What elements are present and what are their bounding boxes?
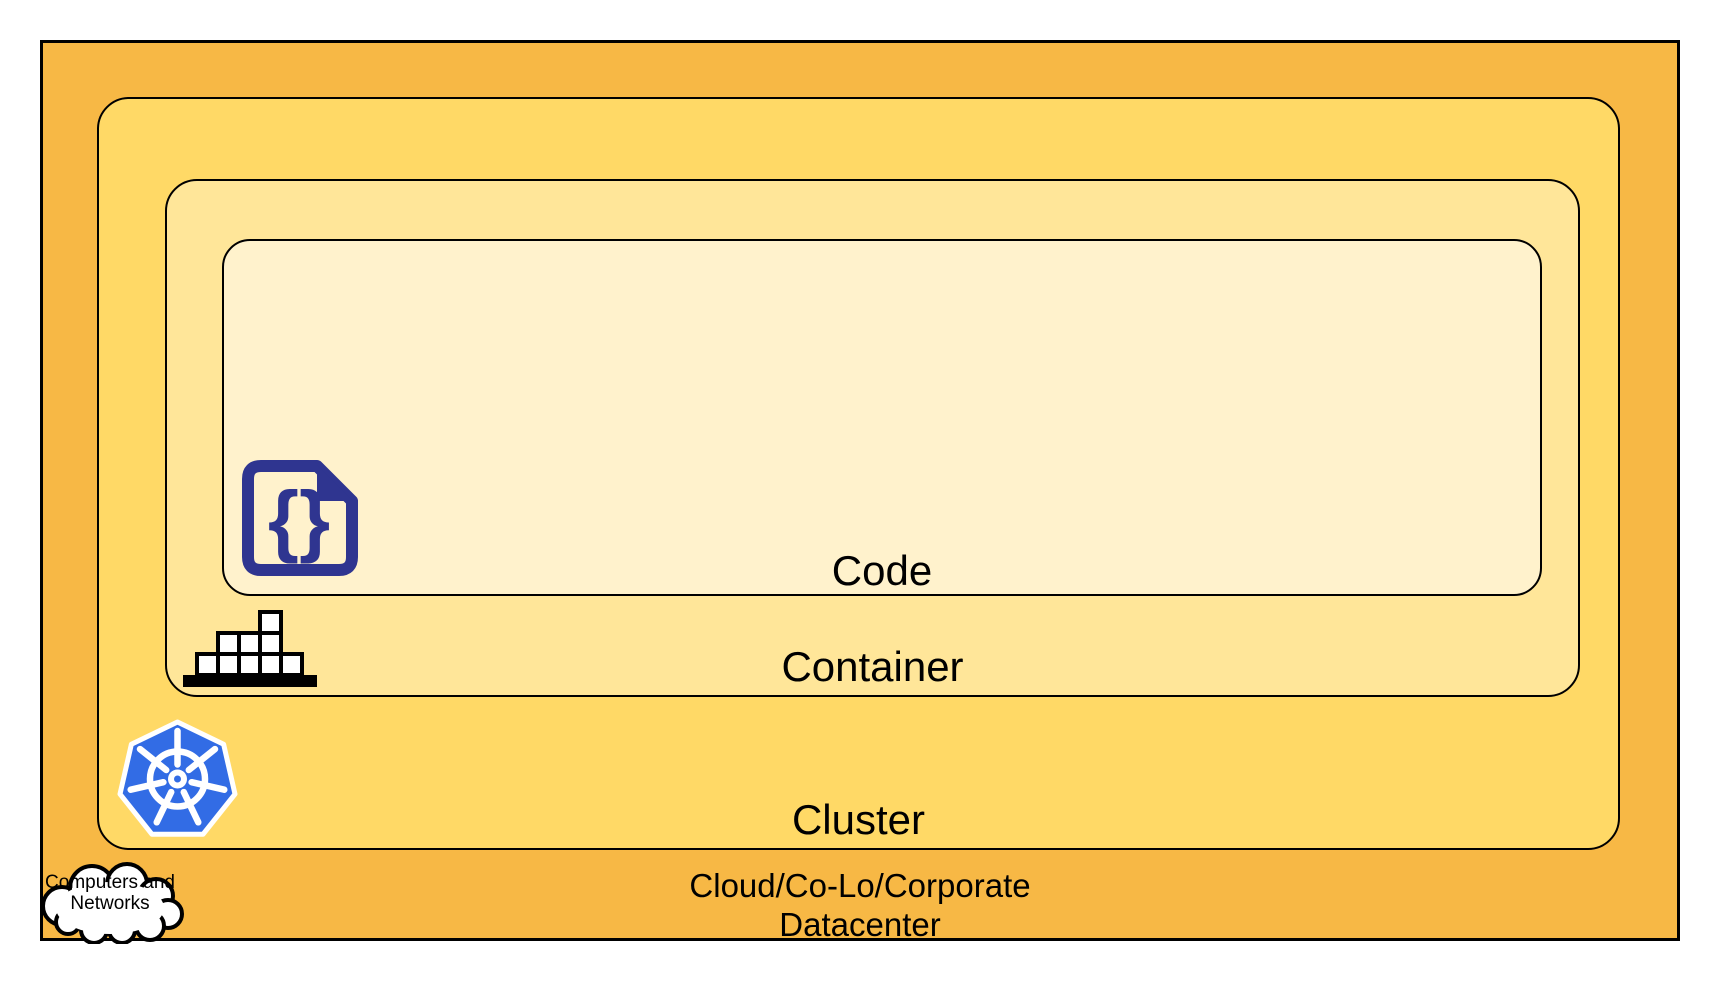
- cloud-label: Computers and Networks: [34, 872, 186, 914]
- container-label: Container: [781, 643, 964, 690]
- cloud-icon: [41, 862, 184, 944]
- layer-code: [222, 239, 1542, 596]
- container-boxes: [195, 610, 304, 677]
- code-file-fold: [317, 465, 353, 501]
- box: [258, 631, 283, 656]
- datacenter-label: Cloud/Co-Lo/Corporate Datacenter: [40, 866, 1680, 944]
- kubernetes-icon: [117, 719, 238, 837]
- kubernetes-hub-center: [174, 775, 181, 783]
- datacenter-label-line2: Datacenter: [779, 906, 941, 943]
- datacenter-label-line1: Cloud/Co-Lo/Corporate: [689, 867, 1031, 904]
- cluster-label: Cluster: [791, 796, 926, 843]
- code-file-outline: [242, 460, 358, 576]
- kubernetes-wheel: [127, 727, 228, 826]
- cloud-label-line1: Computers and: [45, 872, 175, 893]
- box: [258, 652, 283, 677]
- cloud-callout: Computers and Networks: [34, 852, 186, 944]
- box: [216, 652, 241, 677]
- box: [216, 631, 241, 656]
- box: [279, 652, 304, 677]
- container-stack-icon: [183, 610, 317, 687]
- box: [237, 652, 262, 677]
- box: [258, 610, 283, 635]
- code-file-icon: {}: [242, 460, 358, 576]
- code-label: Code: [831, 547, 933, 594]
- container-base-bar: [183, 675, 317, 687]
- cloud-core: [56, 882, 164, 934]
- box: [237, 631, 262, 656]
- code-file-braces: {}: [268, 475, 330, 564]
- cloud-label-line2: Networks: [70, 893, 150, 914]
- box: [195, 652, 220, 677]
